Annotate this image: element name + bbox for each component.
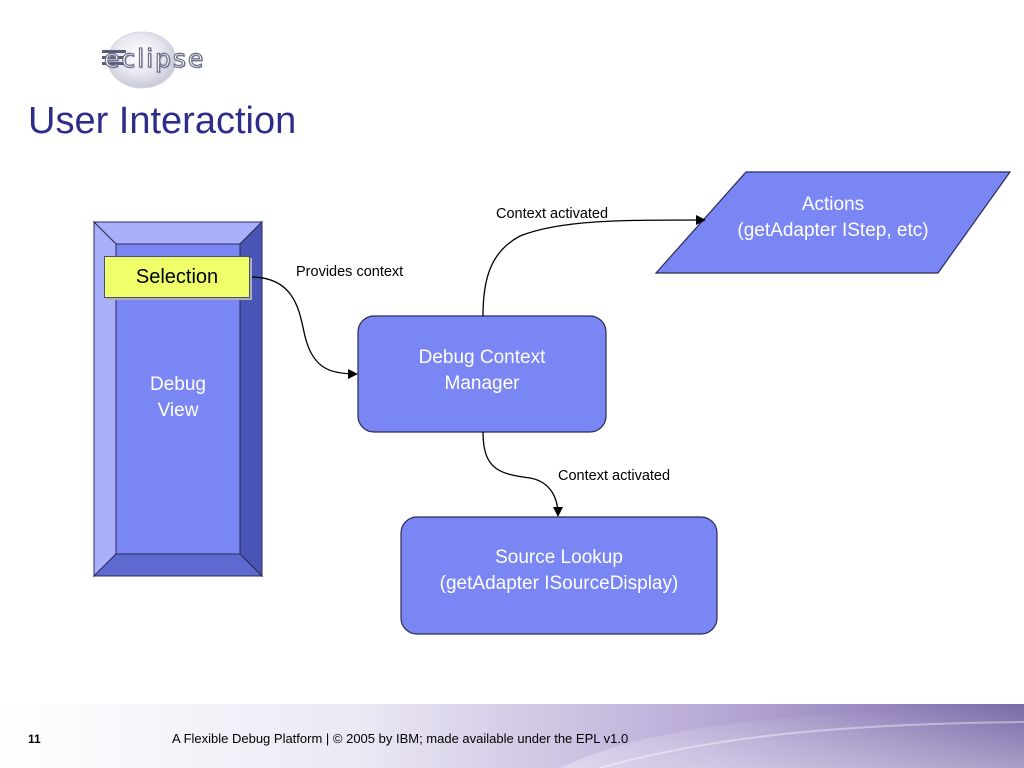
- debug-view-line1: Debug: [150, 374, 206, 395]
- selection-label: Selection: [135, 265, 219, 288]
- source-lookup-line2: (getAdapter ISourceDisplay): [439, 573, 679, 594]
- debug-view-label: Debug View: [116, 372, 240, 424]
- edge-context-activated-source: [482, 431, 563, 517]
- edge-provides-context: [250, 276, 358, 379]
- footer-text: A Flexible Debug Platform | © 2005 by IB…: [172, 731, 629, 746]
- page-title: User Interaction: [28, 100, 297, 142]
- edge-label-provides-context: Provides context: [296, 264, 404, 280]
- actions-node: [654, 171, 1012, 274]
- actions-label: Actions (getAdapter IStep, etc): [690, 192, 976, 244]
- actions-line2: (getAdapter IStep, etc): [737, 220, 929, 241]
- debug-context-manager-node: [357, 315, 607, 433]
- edge-context-activated-actions: [482, 215, 706, 317]
- logo-text: eclipse: [103, 43, 206, 73]
- source-lookup-label: Source Lookup (getAdapter ISourceDisplay…: [401, 545, 717, 597]
- eclipse-logo-icon: [102, 31, 177, 89]
- selection-node: Selection: [104, 256, 250, 298]
- edge-label-context-activated-actions: Context activated: [496, 206, 609, 222]
- source-lookup-node: [400, 516, 718, 635]
- actions-line1: Actions: [801, 194, 865, 215]
- source-lookup-line1: Source Lookup: [495, 547, 623, 568]
- edge-label-context-activated-source: Context activated: [558, 468, 671, 484]
- debug-context-manager-label: Debug Context Manager: [358, 345, 606, 397]
- debug-context-manager-line2: Manager: [444, 373, 520, 394]
- debug-view-line2: View: [157, 400, 199, 421]
- debug-context-manager-line1: Debug Context: [418, 347, 546, 368]
- slide-number: 11: [28, 732, 41, 746]
